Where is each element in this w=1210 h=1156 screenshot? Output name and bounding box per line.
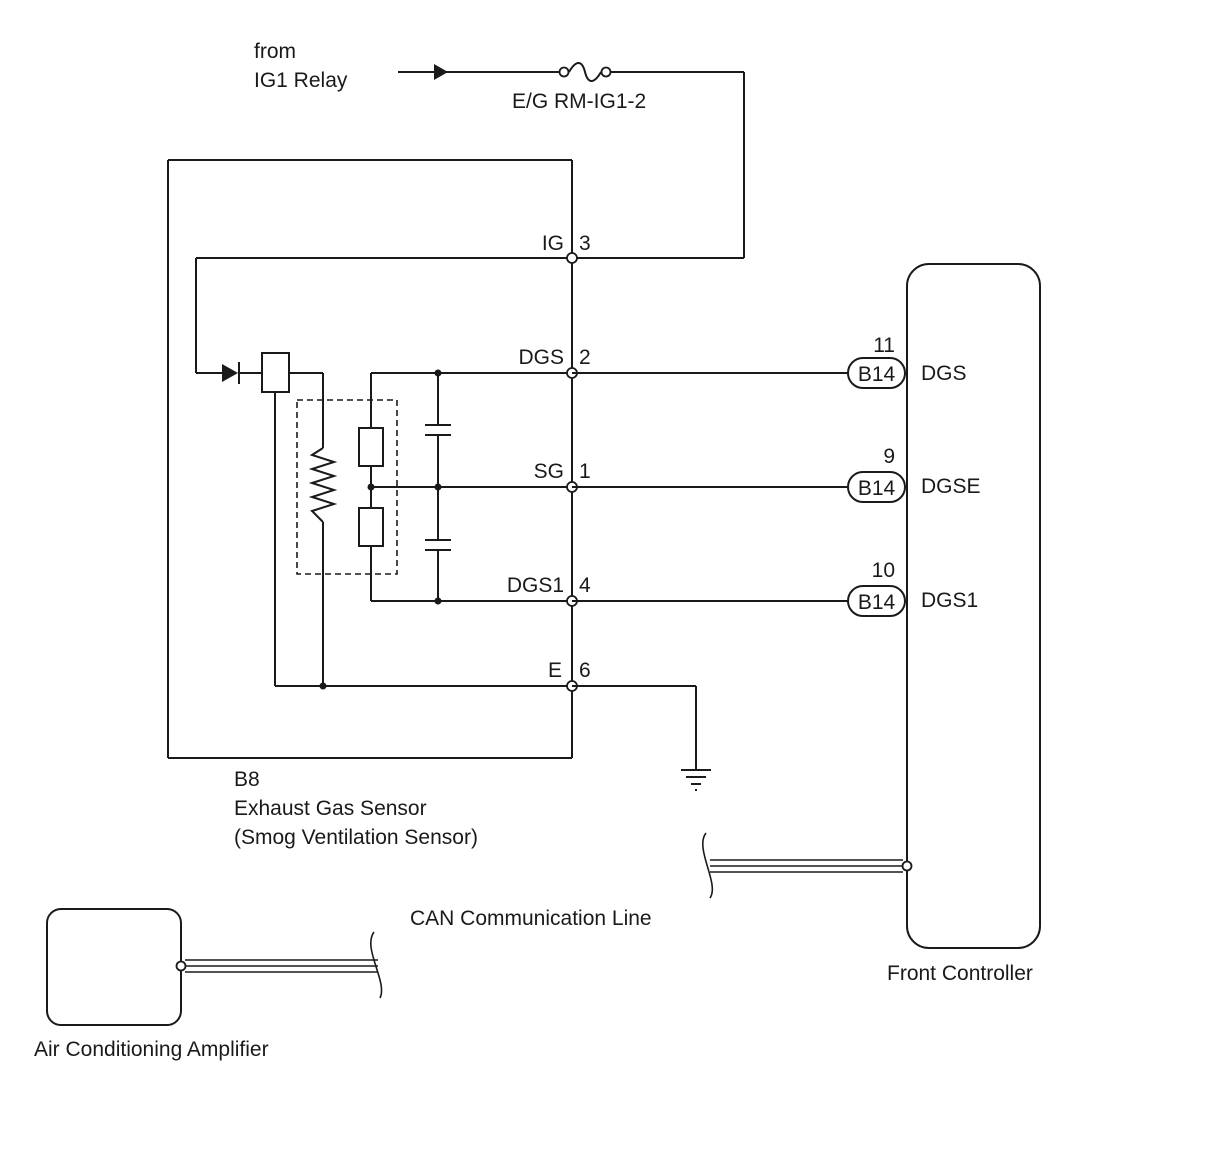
amplifier-can-pin: [175, 960, 187, 972]
fuse-label: E/G RM-IG1-2: [512, 90, 646, 113]
terminal-number: 10: [872, 559, 895, 582]
controller-terminal-dgs: B14 11 DGS: [847, 334, 967, 389]
front-controller-box: [906, 263, 1041, 949]
controller-name: Front Controller: [887, 962, 1033, 985]
ground-icon: [572, 685, 711, 791]
terminal-number: 9: [883, 445, 895, 468]
sensor-ref: B8: [234, 768, 260, 791]
pin-name: IG: [542, 232, 564, 255]
pin-number: 4: [579, 574, 591, 597]
terminal-number: 11: [873, 334, 895, 357]
pin-number: 6: [579, 659, 591, 682]
sensor-pin-ig: IG 3: [542, 232, 591, 264]
heater-circuit: [195, 257, 572, 687]
terminal-name: DGSE: [921, 475, 981, 498]
heater-element-block: [261, 352, 290, 393]
sensing-element-enclosure: [296, 399, 398, 575]
pin-name: DGS: [518, 346, 564, 369]
sensing-resistors: [358, 373, 384, 601]
terminal-name: DGS: [921, 362, 967, 385]
sensor-box: [167, 159, 573, 759]
connector-label: B14: [858, 363, 896, 386]
amplifier-name: Air Conditioning Amplifier: [34, 1038, 269, 1061]
fuse-symbol: [558, 62, 612, 82]
diode-symbol: [222, 362, 240, 384]
pin-name: E: [548, 659, 562, 682]
heater-resistor-symbol: [308, 447, 338, 523]
can-bus-controller-side: [702, 832, 913, 899]
connector-label: B14: [858, 591, 896, 614]
relay-label: IG1 Relay: [254, 69, 348, 92]
pin-number: 2: [579, 346, 591, 369]
junction-dots: [319, 369, 442, 690]
air-conditioning-amplifier-box: [46, 908, 182, 1026]
terminal-name: DGS1: [921, 589, 978, 612]
sensor-alt-name: (Smog Ventilation Sensor): [234, 826, 478, 849]
pin-number: 1: [579, 460, 591, 483]
sensor-name: Exhaust Gas Sensor: [234, 797, 427, 820]
sensor-pin-dgs1: DGS1 4: [507, 574, 591, 607]
can-bus-amplifier-side: [185, 931, 383, 999]
pin-name: SG: [534, 460, 564, 483]
can-label: CAN Communication Line: [410, 907, 652, 930]
controller-terminal-dgse: B14 9 DGSE: [847, 445, 981, 503]
harness-wires: [572, 372, 850, 602]
controller-terminal-dgs1: B14 10 DGS1: [847, 559, 978, 617]
power-feed-wire: [398, 64, 745, 259]
sensor-pin-dgs: DGS 2: [518, 346, 591, 379]
pin-number: 3: [579, 232, 591, 255]
connector-label: B14: [858, 477, 896, 500]
sensor-signal-lines: [371, 372, 572, 602]
from-label: from: [254, 40, 296, 63]
pin-name: DGS1: [507, 574, 564, 597]
